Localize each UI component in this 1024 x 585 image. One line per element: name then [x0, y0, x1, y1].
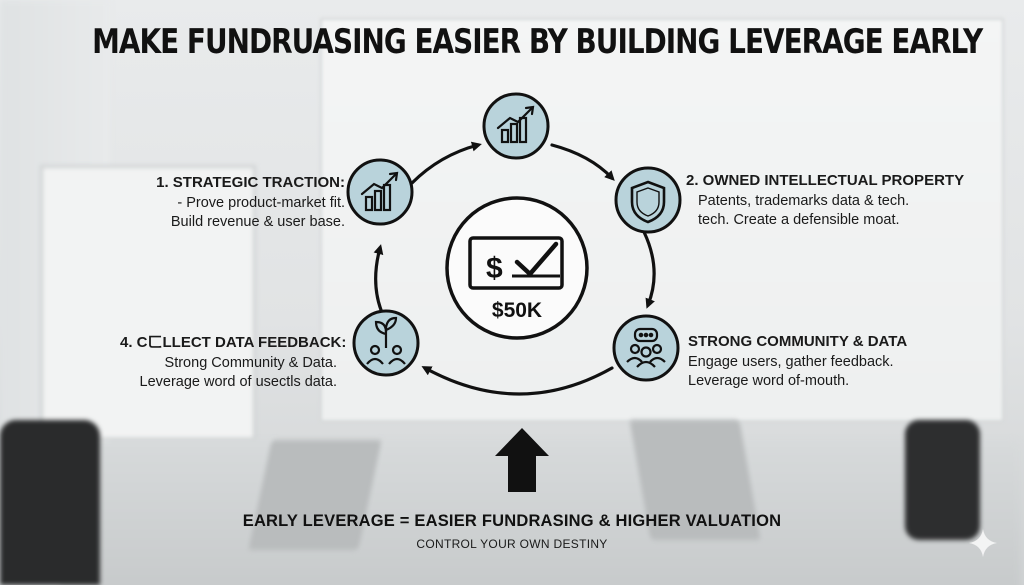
node-text: Strong Community & Data.: [164, 355, 337, 371]
node-text: Build revenue & user base.: [170, 214, 345, 230]
label-strategic-traction: 1. STRATEGIC TRACTION: - Prove product-m…: [140, 173, 345, 232]
node-feedback: [352, 309, 420, 377]
node-text: Patents, trademarks data & tech.: [698, 193, 910, 209]
page-title: MAKE FUNDRUASING EASIER BY BUILDING LEVE…: [92, 22, 983, 62]
dollar-sign: $: [486, 252, 503, 285]
community-chat-icon: [626, 327, 666, 368]
growth-chart-icon: [360, 171, 399, 212]
conclusion-text: EARLY LEVERAGE = EASIER FUNDRASING & HIG…: [242, 512, 782, 530]
arrow-traction-to-top: [410, 141, 482, 185]
tagline: CONTROL YOUR OWN DESTINY: [416, 537, 608, 551]
node-text: Leverage word of usectls data.: [139, 374, 337, 390]
node-text: Leverage word of-mouth.: [688, 373, 850, 389]
node-heading: 4. CㄈLLECT DATA FEEDBACK:: [120, 334, 347, 351]
check-document-icon: [468, 236, 564, 290]
growth-chart-icon: [496, 105, 535, 144]
node-ip: [614, 166, 682, 234]
node-top: [482, 92, 550, 160]
cycle-arrows: [373, 141, 656, 396]
node-traction: [346, 158, 414, 226]
node-heading: 2. OWNED INTELLECTUAL PROPERTY: [686, 172, 965, 189]
node-text: - Prove product-market fit.: [177, 195, 345, 211]
arrow-top-to-ip: [550, 143, 615, 181]
conference-table: [60, 440, 1020, 585]
up-arrow-icon: [495, 428, 549, 492]
label-collect-feedback: 4. CㄈLLECT DATA FEEDBACK: Strong Communi…: [120, 333, 347, 392]
chair: [905, 420, 980, 540]
node-text: Engage users, gather feedback.: [688, 354, 894, 370]
node-heading: STRONG COMMUNITY & DATA: [688, 333, 908, 350]
label-community-data: STRONG COMMUNITY & DATA Engage users, ga…: [688, 332, 907, 391]
arrow-feedback-to-traction: [373, 244, 385, 317]
flipchart: [40, 165, 256, 441]
plant-people-icon: [366, 316, 406, 365]
node-heading: 1. STRATEGIC TRACTION:: [156, 174, 345, 191]
node-text: tech. Create a defensible moat.: [698, 212, 900, 228]
amount-label: $50K: [492, 299, 542, 322]
sparkle-icon: [969, 529, 997, 557]
check-icon: [514, 241, 559, 277]
chair: [0, 420, 100, 585]
node-community: [612, 314, 680, 382]
arrow-ip-to-community: [642, 230, 656, 309]
shield-icon: [630, 180, 666, 224]
center-funding: $ $50K: [445, 196, 589, 340]
arrow-community-to-feedback: [421, 366, 614, 396]
label-owned-ip: 2. OWNED INTELLECTUAL PROPERTY Patents, …: [686, 171, 964, 230]
